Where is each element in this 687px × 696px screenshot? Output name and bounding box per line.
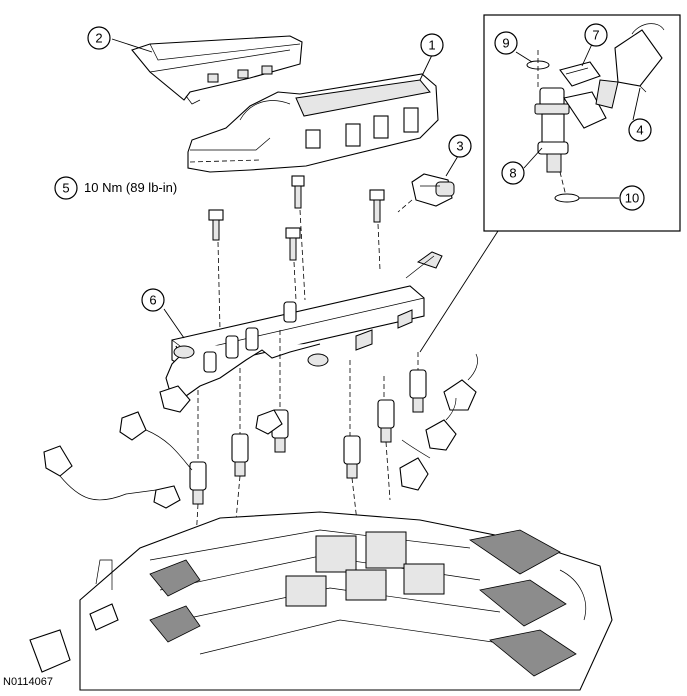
callout-5: 5	[54, 176, 78, 200]
engine-cover	[131, 35, 303, 105]
injector-harness-connectors	[43, 353, 478, 509]
injector	[189, 390, 207, 505]
retaining-clip	[559, 61, 601, 87]
fuel-pressure-sensor	[397, 173, 455, 213]
callout-10-label: 10	[625, 191, 639, 206]
injector	[231, 368, 249, 477]
callout-8-label: 8	[509, 166, 516, 181]
callout-5-label: 5	[62, 181, 69, 196]
callout-4: 4	[628, 118, 652, 142]
engine-intake-lower	[29, 511, 613, 691]
callout-4-label: 4	[636, 123, 643, 138]
callout-1-label: 1	[428, 38, 435, 53]
bolt	[285, 227, 301, 301]
o-ring-lower	[554, 193, 580, 203]
bolt	[291, 175, 306, 301]
callout-7: 7	[584, 23, 608, 47]
callout-3-label: 3	[456, 139, 463, 154]
injector-detail-inset	[419, 14, 681, 353]
callout-6-label: 6	[149, 293, 156, 308]
callout-10: 10	[619, 185, 645, 211]
callout-6: 6	[141, 288, 165, 312]
callout-1: 1	[420, 33, 444, 57]
injector	[377, 376, 395, 443]
callout-8: 8	[501, 161, 525, 185]
bolt	[369, 189, 385, 271]
injector-wiring-harness-bracket	[187, 73, 439, 173]
injector	[343, 360, 361, 479]
callout-3: 3	[448, 134, 472, 158]
injector-detail	[534, 87, 607, 173]
callout-9-label: 9	[502, 36, 509, 51]
injector	[409, 352, 427, 413]
bolt	[208, 209, 224, 331]
callout-2: 2	[87, 26, 111, 50]
callout-2-label: 2	[95, 31, 102, 46]
callout-9: 9	[494, 31, 518, 55]
fuel-rail	[165, 251, 443, 397]
torque-spec-label: 10 Nm (89 lb-in)	[84, 180, 177, 195]
figure-id: N0114067	[3, 676, 53, 688]
callout-7-label: 7	[592, 28, 599, 43]
fuel-rail-bolts	[208, 175, 385, 331]
electrical-connector-detail	[595, 23, 665, 109]
